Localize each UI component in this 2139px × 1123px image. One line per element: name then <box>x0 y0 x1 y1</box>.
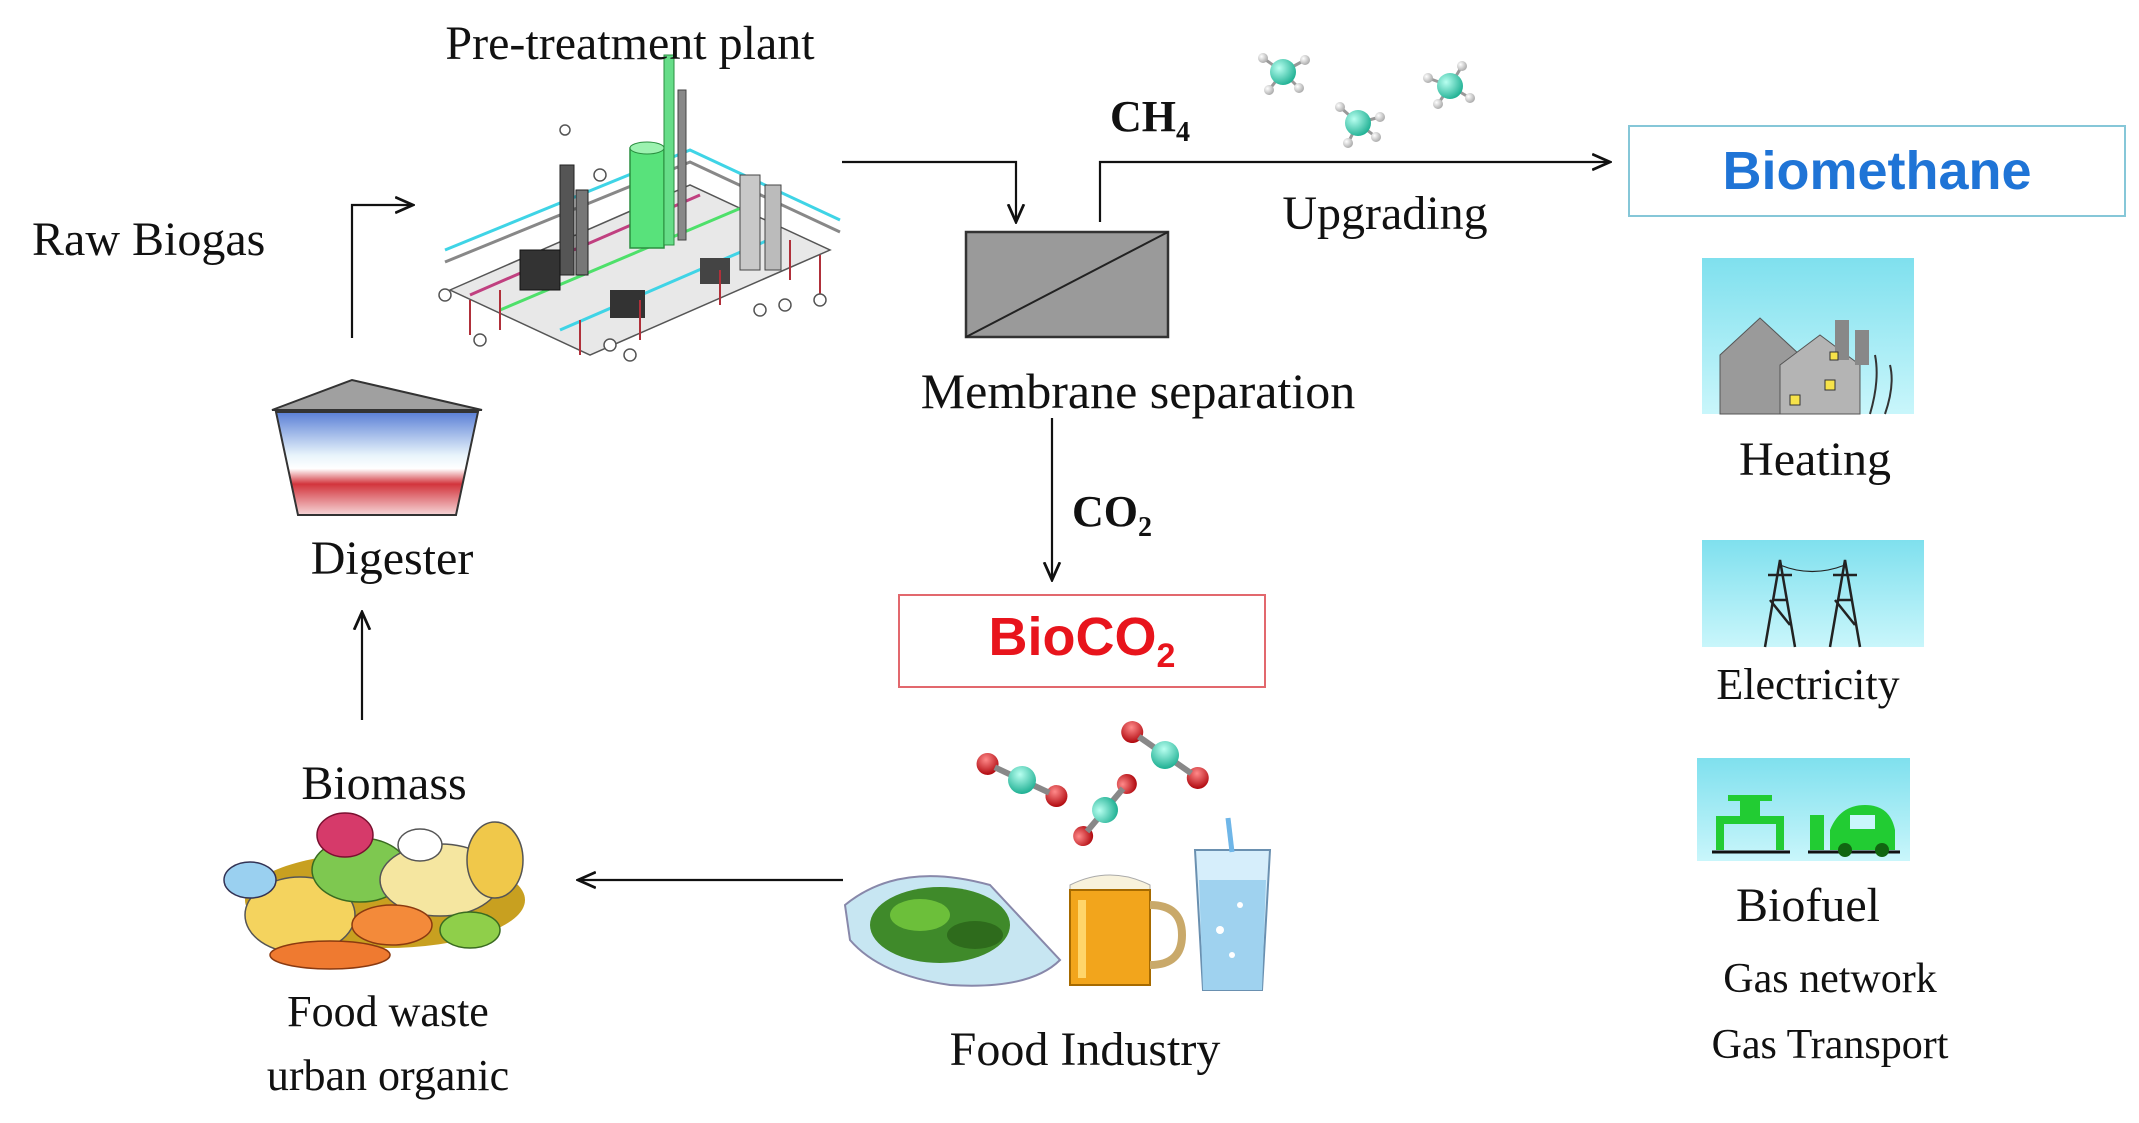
biofuel-label: Biofuel <box>1736 879 1880 932</box>
biomethane-label: Biomethane <box>1722 141 2032 201</box>
gas-network-label: Gas network <box>1723 956 1937 1002</box>
houses-chimney-icon <box>1702 258 1914 415</box>
biomass-label: Biomass <box>301 757 467 810</box>
digester-label: Digester <box>310 532 474 585</box>
food-industry-label: Food Industry <box>949 1023 1221 1076</box>
co2-molecules-icon <box>976 721 1209 847</box>
membrane-unit-icon <box>964 230 1170 339</box>
heating-label: Heating <box>1739 433 1891 486</box>
membrane-separation-label: Membrane separation <box>920 363 1356 419</box>
arrow-digester-to-plant <box>350 205 413 338</box>
co2-label: CO2 <box>1072 487 1152 543</box>
beer-mug-icon <box>1069 874 1187 986</box>
food-waste-label-line1: Food waste <box>287 987 489 1036</box>
upgrading-label: Upgrading <box>1282 187 1488 240</box>
power-pylons-icon <box>1702 540 1924 648</box>
arrow-membrane-to-biomethane <box>1098 162 1610 222</box>
flow-arrows <box>350 160 1610 880</box>
raw-biogas-label: Raw Biogas <box>32 213 266 266</box>
biomethane-box: Biomethane <box>1628 125 2126 217</box>
arrow-plant-to-membrane <box>842 160 1016 222</box>
food-products-icon <box>843 817 1272 991</box>
pretreatment-plant-icon <box>438 54 841 362</box>
ch4-label: CH4 <box>1110 92 1190 148</box>
bioco2-label: BioCO2 <box>988 607 1176 675</box>
electricity-label: Electricity <box>1716 660 1900 709</box>
digester-tank-icon <box>271 378 483 516</box>
food-waste-pile-icon <box>223 812 525 970</box>
methane-molecules-icon <box>1258 53 1475 148</box>
bioco2-box: BioCO2 <box>898 594 1266 688</box>
gas-transport-label: Gas Transport <box>1711 1022 1949 1068</box>
fuel-tap-car-icon <box>1697 758 1910 861</box>
water-glass-icon <box>1193 817 1272 991</box>
salad-bag-icon <box>843 875 1062 987</box>
pretreatment-plant-label: Pre-treatment plant <box>445 17 815 70</box>
food-waste-label-line2: urban organic <box>266 1051 510 1100</box>
